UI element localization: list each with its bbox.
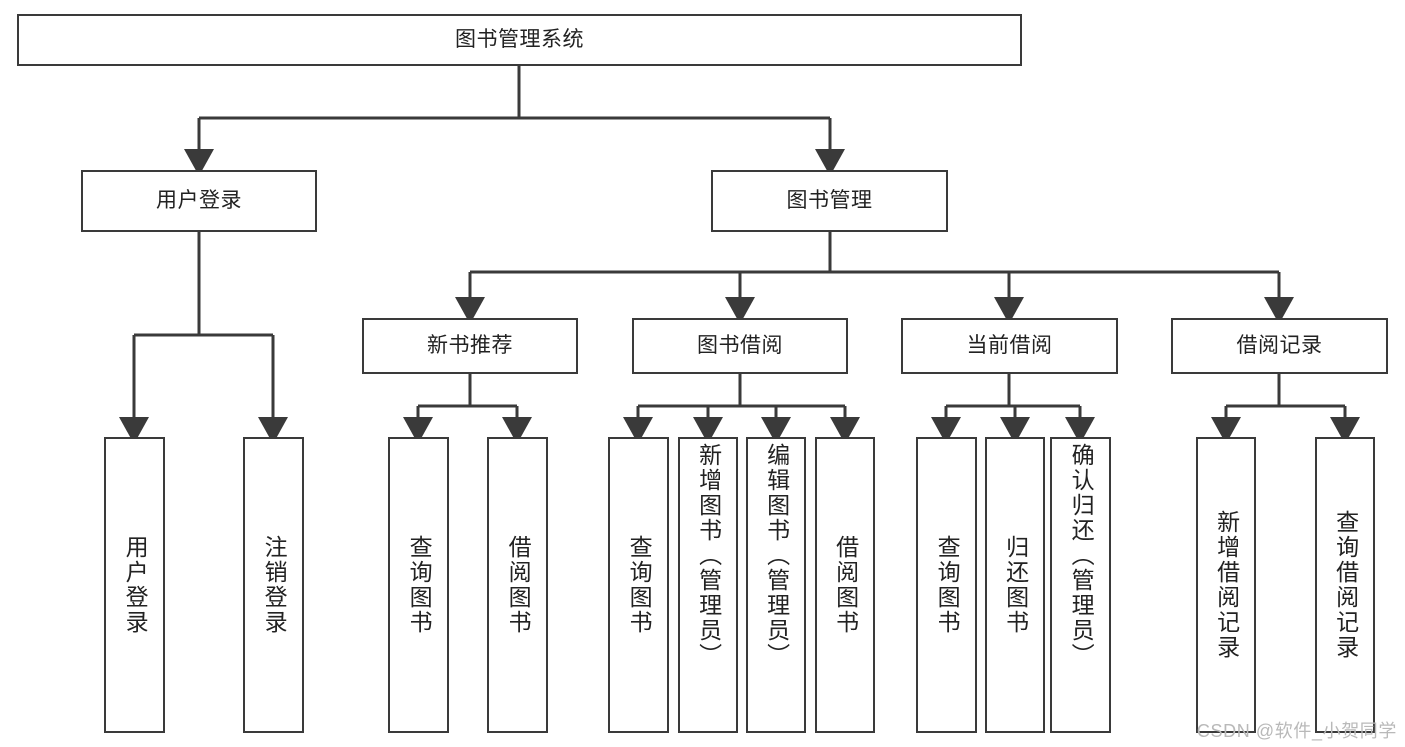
leaf-add-book-label: 新增图书（管理员） <box>695 443 722 668</box>
leaf-query-book-rec[interactable]: 查询图书 <box>388 437 449 733</box>
leaf-add-book[interactable]: 新增图书（管理员） <box>678 437 738 733</box>
node-book-manage-label: 图书管理 <box>786 188 873 212</box>
leaf-query-book-rec-label: 查询图书 <box>406 535 433 635</box>
node-book-manage[interactable]: 图书管理 <box>711 170 948 232</box>
node-current-borrow[interactable]: 当前借阅 <box>901 318 1118 374</box>
leaf-add-record-label: 新增借阅记录 <box>1213 510 1240 660</box>
leaf-query-book-cb-label: 查询图书 <box>934 535 961 635</box>
node-borrow-record-label: 借阅记录 <box>1236 333 1323 357</box>
leaf-return-book-label: 归还图书 <box>1002 535 1029 635</box>
leaf-return-book[interactable]: 归还图书 <box>985 437 1045 733</box>
leaf-borrow-book-rec-label: 借阅图书 <box>505 535 532 635</box>
node-user-login[interactable]: 用户登录 <box>81 170 317 232</box>
node-book-borrow[interactable]: 图书借阅 <box>632 318 848 374</box>
node-book-borrow-label: 图书借阅 <box>697 333 783 357</box>
leaf-user-login[interactable]: 用户登录 <box>104 437 165 733</box>
node-current-borrow-label: 当前借阅 <box>966 333 1053 357</box>
leaf-logout-label: 注销登录 <box>261 535 288 635</box>
leaf-query-book-cb[interactable]: 查询图书 <box>916 437 977 733</box>
node-borrow-record[interactable]: 借阅记录 <box>1171 318 1388 374</box>
leaf-logout[interactable]: 注销登录 <box>243 437 304 733</box>
leaf-query-book-bb-label: 查询图书 <box>626 535 653 635</box>
leaf-borrow-book-bb[interactable]: 借阅图书 <box>815 437 875 733</box>
leaf-add-record[interactable]: 新增借阅记录 <box>1196 437 1256 733</box>
leaf-user-login-label: 用户登录 <box>122 535 149 635</box>
leaf-edit-book-label: 编辑图书（管理员） <box>763 443 790 668</box>
leaf-query-record-label: 查询借阅记录 <box>1332 510 1359 660</box>
node-new-book-rec[interactable]: 新书推荐 <box>362 318 578 374</box>
leaf-query-record[interactable]: 查询借阅记录 <box>1315 437 1375 733</box>
node-user-login-label: 用户登录 <box>156 188 242 212</box>
leaf-borrow-book-rec[interactable]: 借阅图书 <box>487 437 548 733</box>
leaf-query-book-bb[interactable]: 查询图书 <box>608 437 669 733</box>
csdn-watermark: CSDN @软件_小贺同学 <box>1196 721 1397 741</box>
node-root[interactable]: 图书管理系统 <box>17 14 1022 66</box>
leaf-confirm-return[interactable]: 确认归还（管理员） <box>1050 437 1111 733</box>
leaf-confirm-return-label: 确认归还（管理员） <box>1068 443 1095 668</box>
node-new-book-rec-label: 新书推荐 <box>427 333 513 357</box>
leaf-edit-book[interactable]: 编辑图书（管理员） <box>746 437 806 733</box>
node-root-label: 图书管理系统 <box>455 27 584 51</box>
leaf-borrow-book-bb-label: 借阅图书 <box>832 535 859 635</box>
